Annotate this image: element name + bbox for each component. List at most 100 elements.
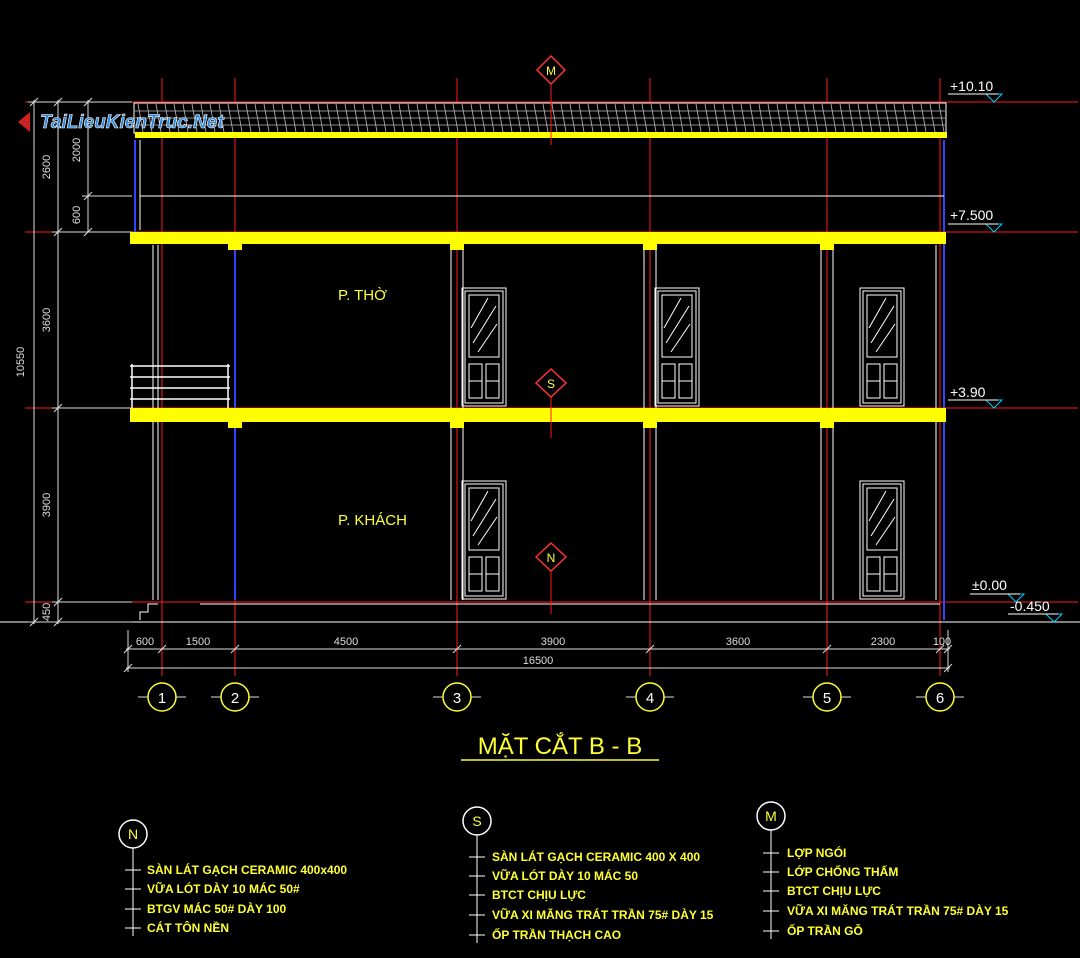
glass-reflection <box>875 516 896 546</box>
door-frame <box>461 480 507 600</box>
grid-label: 5 <box>823 690 831 707</box>
legend-item: SÀN LÁT GẠCH CERAMIC 400 X 400 <box>492 849 700 864</box>
grid-bubble-5: 5 <box>803 682 851 712</box>
legend-symbol: N <box>128 826 138 842</box>
door-glass <box>468 294 500 358</box>
bottom-dimension-lines <box>123 630 953 673</box>
marker-diamond <box>534 367 568 399</box>
left-dimension-texts: 10550 2600 2000 600 3600 3900 450 <box>15 138 83 621</box>
door-frame <box>859 287 905 407</box>
glass-reflection <box>870 305 895 344</box>
level-triangle <box>985 223 1004 233</box>
legend-item: VỮA XI MĂNG TRÁT TRẦN 75# DÀY 15 <box>787 903 1009 918</box>
door <box>859 480 905 600</box>
beam <box>820 244 834 250</box>
marker-s: S <box>534 367 568 399</box>
level-markers: +10.10 +7.500 +3.90 ±0.00 -0.450 <box>948 78 1064 623</box>
room-label-lower: P. KHÁCH <box>338 512 407 529</box>
grid-label: 6 <box>936 690 944 707</box>
door <box>461 480 507 600</box>
legend-item: BTGV MÁC 50# DÀY 100 <box>147 901 286 916</box>
entry-steps <box>139 603 158 620</box>
marker-diamond <box>534 541 568 573</box>
legend-symbol: M <box>765 808 777 824</box>
legend-item: BTCT CHỊU LỰC <box>492 888 586 902</box>
level-triangle <box>985 399 1004 409</box>
dim-left-2600: 2600 <box>41 155 53 179</box>
left-dimension-lines <box>28 97 132 627</box>
legend-item: LỚP CHỐNG THẤM <box>787 864 898 879</box>
dim-bottom-2300: 2300 <box>871 636 895 648</box>
dim-left-total: 10550 <box>15 347 27 378</box>
glass-reflection <box>868 490 887 522</box>
dim-left-3900: 3900 <box>41 493 53 517</box>
legend-item: VỮA XI MĂNG TRÁT TRẦN 75# DÀY 15 <box>492 907 714 922</box>
marker-s-label: S <box>547 377 555 391</box>
marker-n: N <box>534 541 568 573</box>
grid-bubble-2: 2 <box>211 682 259 712</box>
door <box>859 287 905 407</box>
level-floor3: +7.500 <box>950 207 993 223</box>
room-label-upper: P. THỜ <box>338 287 387 304</box>
door-frame <box>859 480 905 600</box>
glass-reflection <box>870 498 895 537</box>
legend-item: VỮA LÓT DÀY 10 MÁC 50# <box>147 881 300 896</box>
structure-lines <box>0 140 1080 623</box>
legend-symbol: S <box>472 813 481 829</box>
legend-m: M LỢP NGÓI LỚP CHỐNG THẤM BTCT CHỊU LỰC VỮA … <box>756 801 1009 939</box>
roof-tiles <box>133 102 947 134</box>
door-frame <box>461 287 507 407</box>
grid-label: 1 <box>158 690 166 707</box>
beam <box>643 244 657 250</box>
grid-bubble-circle <box>147 682 177 712</box>
door <box>461 287 507 407</box>
dim-bottom-4500: 4500 <box>334 636 358 648</box>
marker-m: M <box>535 54 567 86</box>
legend-item: ỐP TRẦN GỖ <box>787 923 863 938</box>
grid-bubble-3: 3 <box>433 682 481 712</box>
grid-bubble-circle <box>220 682 250 712</box>
beam <box>450 244 464 250</box>
bottom-dimension-texts: 600 1500 4500 3900 3600 2300 100 16500 <box>136 636 951 667</box>
grid-bubble-4: 4 <box>626 682 674 712</box>
roof-tile-pattern <box>135 103 945 133</box>
grid-bubble-1: 1 <box>138 682 186 712</box>
drawing-title: MẶT CẮT B - B <box>478 732 642 760</box>
legend-item: LỢP NGÓI <box>787 845 846 860</box>
watermark-logo: TaiLieuKienTruc.Net <box>18 112 225 133</box>
dim-bottom-100: 100 <box>933 636 951 648</box>
grid-label: 2 <box>231 690 239 707</box>
dim-left-600: 600 <box>71 206 83 224</box>
door-frame-inner <box>862 290 902 404</box>
glass-reflection <box>670 323 691 353</box>
beam <box>643 422 657 428</box>
grid-label: 3 <box>453 690 461 707</box>
glass-reflection <box>875 323 896 353</box>
beam <box>228 244 242 250</box>
door-glass <box>866 487 898 551</box>
dim-bottom-3900: 3900 <box>541 636 565 648</box>
door-frame-inner <box>657 290 697 404</box>
roof-slab <box>135 132 947 138</box>
dim-left-3600: 3600 <box>41 308 53 332</box>
door-glass <box>661 294 693 358</box>
door <box>654 287 700 407</box>
grid-bubble-circle <box>635 682 665 712</box>
level-lines <box>25 101 1078 603</box>
dim-left-2000: 2000 <box>71 138 83 162</box>
legend-item: VỮA LÓT DÀY 10 MÁC 50 <box>492 868 638 883</box>
balcony-railing <box>130 364 230 408</box>
legend-item: BTCT CHỊU LỰC <box>787 884 881 898</box>
door-glass <box>866 294 898 358</box>
doors <box>461 287 905 600</box>
glass-reflection <box>470 490 489 522</box>
door-frame-inner <box>464 290 504 404</box>
door-frame <box>654 287 700 407</box>
glass-reflection <box>665 305 690 344</box>
glass-reflection <box>477 516 498 546</box>
glass-reflection <box>663 297 682 329</box>
level-triangle <box>1045 613 1064 623</box>
section-markers: M S N <box>534 54 568 614</box>
